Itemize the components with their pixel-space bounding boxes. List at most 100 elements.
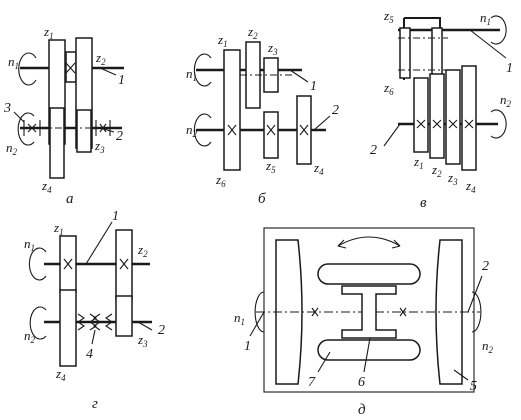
panel-g-leader-4: [91, 329, 96, 345]
panel-a-label-z3: z3: [94, 138, 105, 155]
panel-a-gear-z3: [76, 109, 92, 153]
panel-a-label-n2: n2: [6, 140, 18, 157]
panel-g: z1 z2 z3 z4 n1 n2 1 2 4 г: [24, 209, 165, 412]
panel-v-fix-mark-z2: [432, 119, 442, 129]
panel-a-label-n1: n1: [8, 54, 19, 71]
panel-b-fix-mark-z4: [299, 124, 309, 136]
panel-v-fix-mark-z3: [448, 119, 458, 129]
panel-v-label-z2: z2: [431, 162, 442, 179]
panel-b-fix-mark-z6: [227, 124, 237, 136]
panel-v-caption: в: [420, 195, 427, 211]
panel-v-fix-mark-z4: [464, 119, 474, 129]
panel-g-label-z4: z4: [55, 366, 66, 383]
panel-g-fix-mark-z2: [119, 258, 129, 270]
panel-g-dog-mid-left: [89, 313, 97, 331]
panel-v-label-n2: n2: [500, 92, 512, 109]
panel-b: z1 z2 z3 z4 z5 z6 n1 n2 1 2 б: [186, 24, 339, 207]
panel-b-part-2: 2: [332, 103, 339, 118]
panel-v-leader-1: [469, 29, 507, 59]
panel-b-label-n2: n2: [186, 122, 198, 139]
panel-d-frame: [263, 227, 475, 393]
panel-b-n2-rotation-arrow: [193, 113, 212, 147]
panel-a-n2-rotation-arrow: [17, 112, 35, 146]
panel-v-label-z6: z6: [383, 80, 394, 97]
panel-v-gear-z1: [413, 77, 429, 153]
panel-a-part-3: 3: [3, 101, 11, 116]
panel-b-label-z5: z5: [265, 158, 276, 175]
panel-g-part-4: 4: [86, 347, 93, 362]
panel-g-fix-mark-z1: [63, 258, 73, 270]
panel-a-gear-z4: [49, 107, 65, 179]
panel-b-label-z2: z2: [247, 24, 258, 41]
panel-v-label-z1: z1: [413, 154, 424, 171]
panel-v-part-1: 1: [506, 61, 513, 76]
panel-d-label-n2: n2: [482, 338, 494, 355]
panel-d-tilt-arrow-heads: [337, 239, 401, 249]
panel-d-leader-6: [363, 337, 371, 373]
panel-b-gear-z5: [263, 111, 279, 159]
panel-b-n1-rotation-arrow: [193, 53, 212, 87]
panel-g-label-z2: z2: [137, 242, 148, 259]
panel-d-part-2: 2: [482, 259, 489, 274]
panel-d-mark-left: [311, 307, 319, 317]
panel-d-leader-1: [249, 311, 265, 337]
panel-g-label-n1: n1: [24, 236, 35, 253]
panel-d-leader-7: [317, 351, 331, 373]
panel-v-label-z5: z5: [383, 8, 394, 25]
panel-d-tilt-arrow: [337, 236, 401, 247]
panel-g-n2-rotation-arrow: [29, 306, 47, 340]
panel-g-caption: г: [92, 396, 98, 412]
panel-g-gear-z3: [115, 295, 133, 337]
panel-a-label-z4: z4: [41, 178, 52, 195]
panel-g-leader-1: [85, 221, 113, 265]
panel-d-leader-2: [467, 275, 483, 313]
panel-v-gear-z4: [461, 65, 477, 171]
panel-d-left-disc: [275, 239, 303, 385]
panel-a-part-1: 1: [118, 73, 125, 88]
panel-v-gear-z2: [429, 73, 445, 159]
panel-d-caption: д: [358, 402, 366, 418]
panel-d-label-n1: n1: [234, 310, 245, 327]
panel-v-part-2: 2: [370, 143, 377, 158]
panel-d-part-6: 6: [358, 375, 365, 390]
panel-d-part-1: 1: [244, 339, 251, 354]
panel-b-leader-2: [313, 115, 331, 131]
panel-v-label-z3: z3: [447, 170, 458, 187]
panel-v-label-n1: n1: [480, 10, 491, 27]
panel-d-part-7: 7: [308, 375, 316, 390]
panel-a-n1-rotation-arrow: [18, 52, 37, 86]
panel-v-fix-mark-z1: [416, 119, 426, 129]
panel-a-fix-mark: [65, 62, 76, 74]
panel-b-gear-z1: [223, 49, 241, 171]
panel-d-roller-lower: [317, 339, 421, 361]
panel-d-leader-5: [453, 369, 469, 381]
panel-a-leader-2: [99, 127, 115, 133]
panel-b-label-z1: z1: [217, 32, 228, 49]
panel-g-gear-z2: [115, 229, 133, 301]
panel-a-label-z2: z2: [95, 50, 106, 67]
panel-v: z5 z6 z1 z2 z3 z4 n1 n2 1 2 в: [370, 8, 513, 211]
panel-b-leader-1: [289, 69, 309, 83]
panel-v-n1-rotation-arrow: [490, 15, 507, 45]
panel-g-part-1: 1: [112, 209, 119, 224]
panel-g-label-z1: z1: [53, 220, 64, 237]
panel-b-label-z6: z6: [215, 172, 226, 189]
panel-d: n1 n2 1 2 5 6 7 д: [234, 227, 494, 418]
panel-d-n1-rotation-arrow: [254, 291, 265, 333]
panel-a-caption: а: [66, 191, 74, 207]
panel-g-leader-2: [137, 321, 153, 331]
panel-b-caption: б: [258, 191, 266, 207]
panel-a: z1 z2 z3 z4 n1 n2 1 2 3 а: [3, 24, 125, 207]
panel-a-label-z1: z1: [43, 24, 54, 41]
panel-a-leader-1: [99, 67, 117, 76]
panel-g-part-2: 2: [158, 323, 165, 338]
panel-d-part-5: 5: [470, 379, 477, 394]
panel-g-label-z3: z3: [137, 332, 148, 349]
panel-g-n1-rotation-arrow: [28, 247, 47, 281]
panel-b-label-n1: n1: [186, 66, 197, 83]
panel-d-roller-upper: [317, 263, 421, 285]
panel-v-leader-2: [383, 123, 401, 147]
panel-g-dog-mid-right: [93, 313, 101, 331]
